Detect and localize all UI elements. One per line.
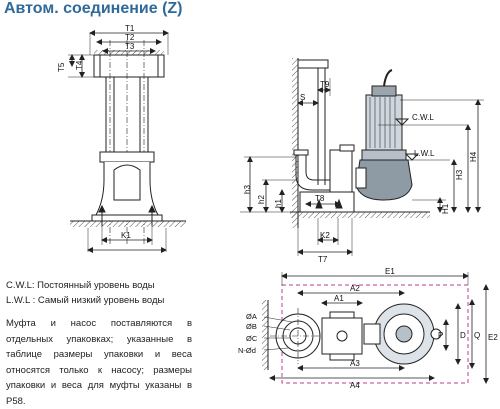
level-lwl: L.W.L xyxy=(414,149,435,158)
dim-t8: T8 xyxy=(315,194,325,203)
dim-t7: T7 xyxy=(318,255,328,264)
dim-e1: E1 xyxy=(385,267,395,276)
dim-oc: ØC xyxy=(246,334,258,343)
packaging-note: Муфта и насос поставляются в отдельных у… xyxy=(6,318,192,407)
dim-t1: T1 xyxy=(125,24,135,33)
dim-t5: T5 xyxy=(57,62,66,72)
level-cwl: C.W.L xyxy=(412,113,434,122)
dim-t3: T3 xyxy=(125,42,135,51)
dim-k1: K1 xyxy=(121,231,131,240)
dim-h4: H4 xyxy=(469,151,478,162)
dim-h1: H1 xyxy=(441,203,450,214)
front-view-guide-rail xyxy=(68,30,186,253)
dim-d: D xyxy=(460,331,466,340)
dim-nod: N-Ød xyxy=(238,346,256,355)
dim-p: P xyxy=(438,331,443,340)
legend-lwl: L.W.L : Самый низкий уровень воды xyxy=(6,295,165,306)
dim-t9: T9 xyxy=(320,80,330,89)
dim-oa: ØA xyxy=(246,312,257,321)
plan-view xyxy=(262,272,489,384)
dim-q: Q xyxy=(474,331,480,340)
dim-k2: K2 xyxy=(320,231,330,240)
legend-cwl: C.W.L: Постоянный уровень воды xyxy=(6,280,155,291)
side-view-pump xyxy=(240,58,484,256)
dim-s: S xyxy=(300,93,305,102)
dim-a3: A3 xyxy=(350,359,360,368)
dim-a2: A2 xyxy=(350,284,360,293)
dim-h2: h2 xyxy=(257,195,266,204)
dim-h3: H3 xyxy=(455,169,464,180)
dim-h3-low: h3 xyxy=(243,185,252,194)
dim-e2: E2 xyxy=(488,333,498,342)
dim-ob: ØB xyxy=(246,322,257,331)
page-title: Автом. соединение (Z) xyxy=(4,0,183,17)
dim-h1-low: h1 xyxy=(274,199,283,208)
dim-a1: A1 xyxy=(334,294,344,303)
dim-a4: A4 xyxy=(350,381,360,390)
dim-t2: T2 xyxy=(125,33,135,42)
dim-t4: T4 xyxy=(75,60,84,70)
